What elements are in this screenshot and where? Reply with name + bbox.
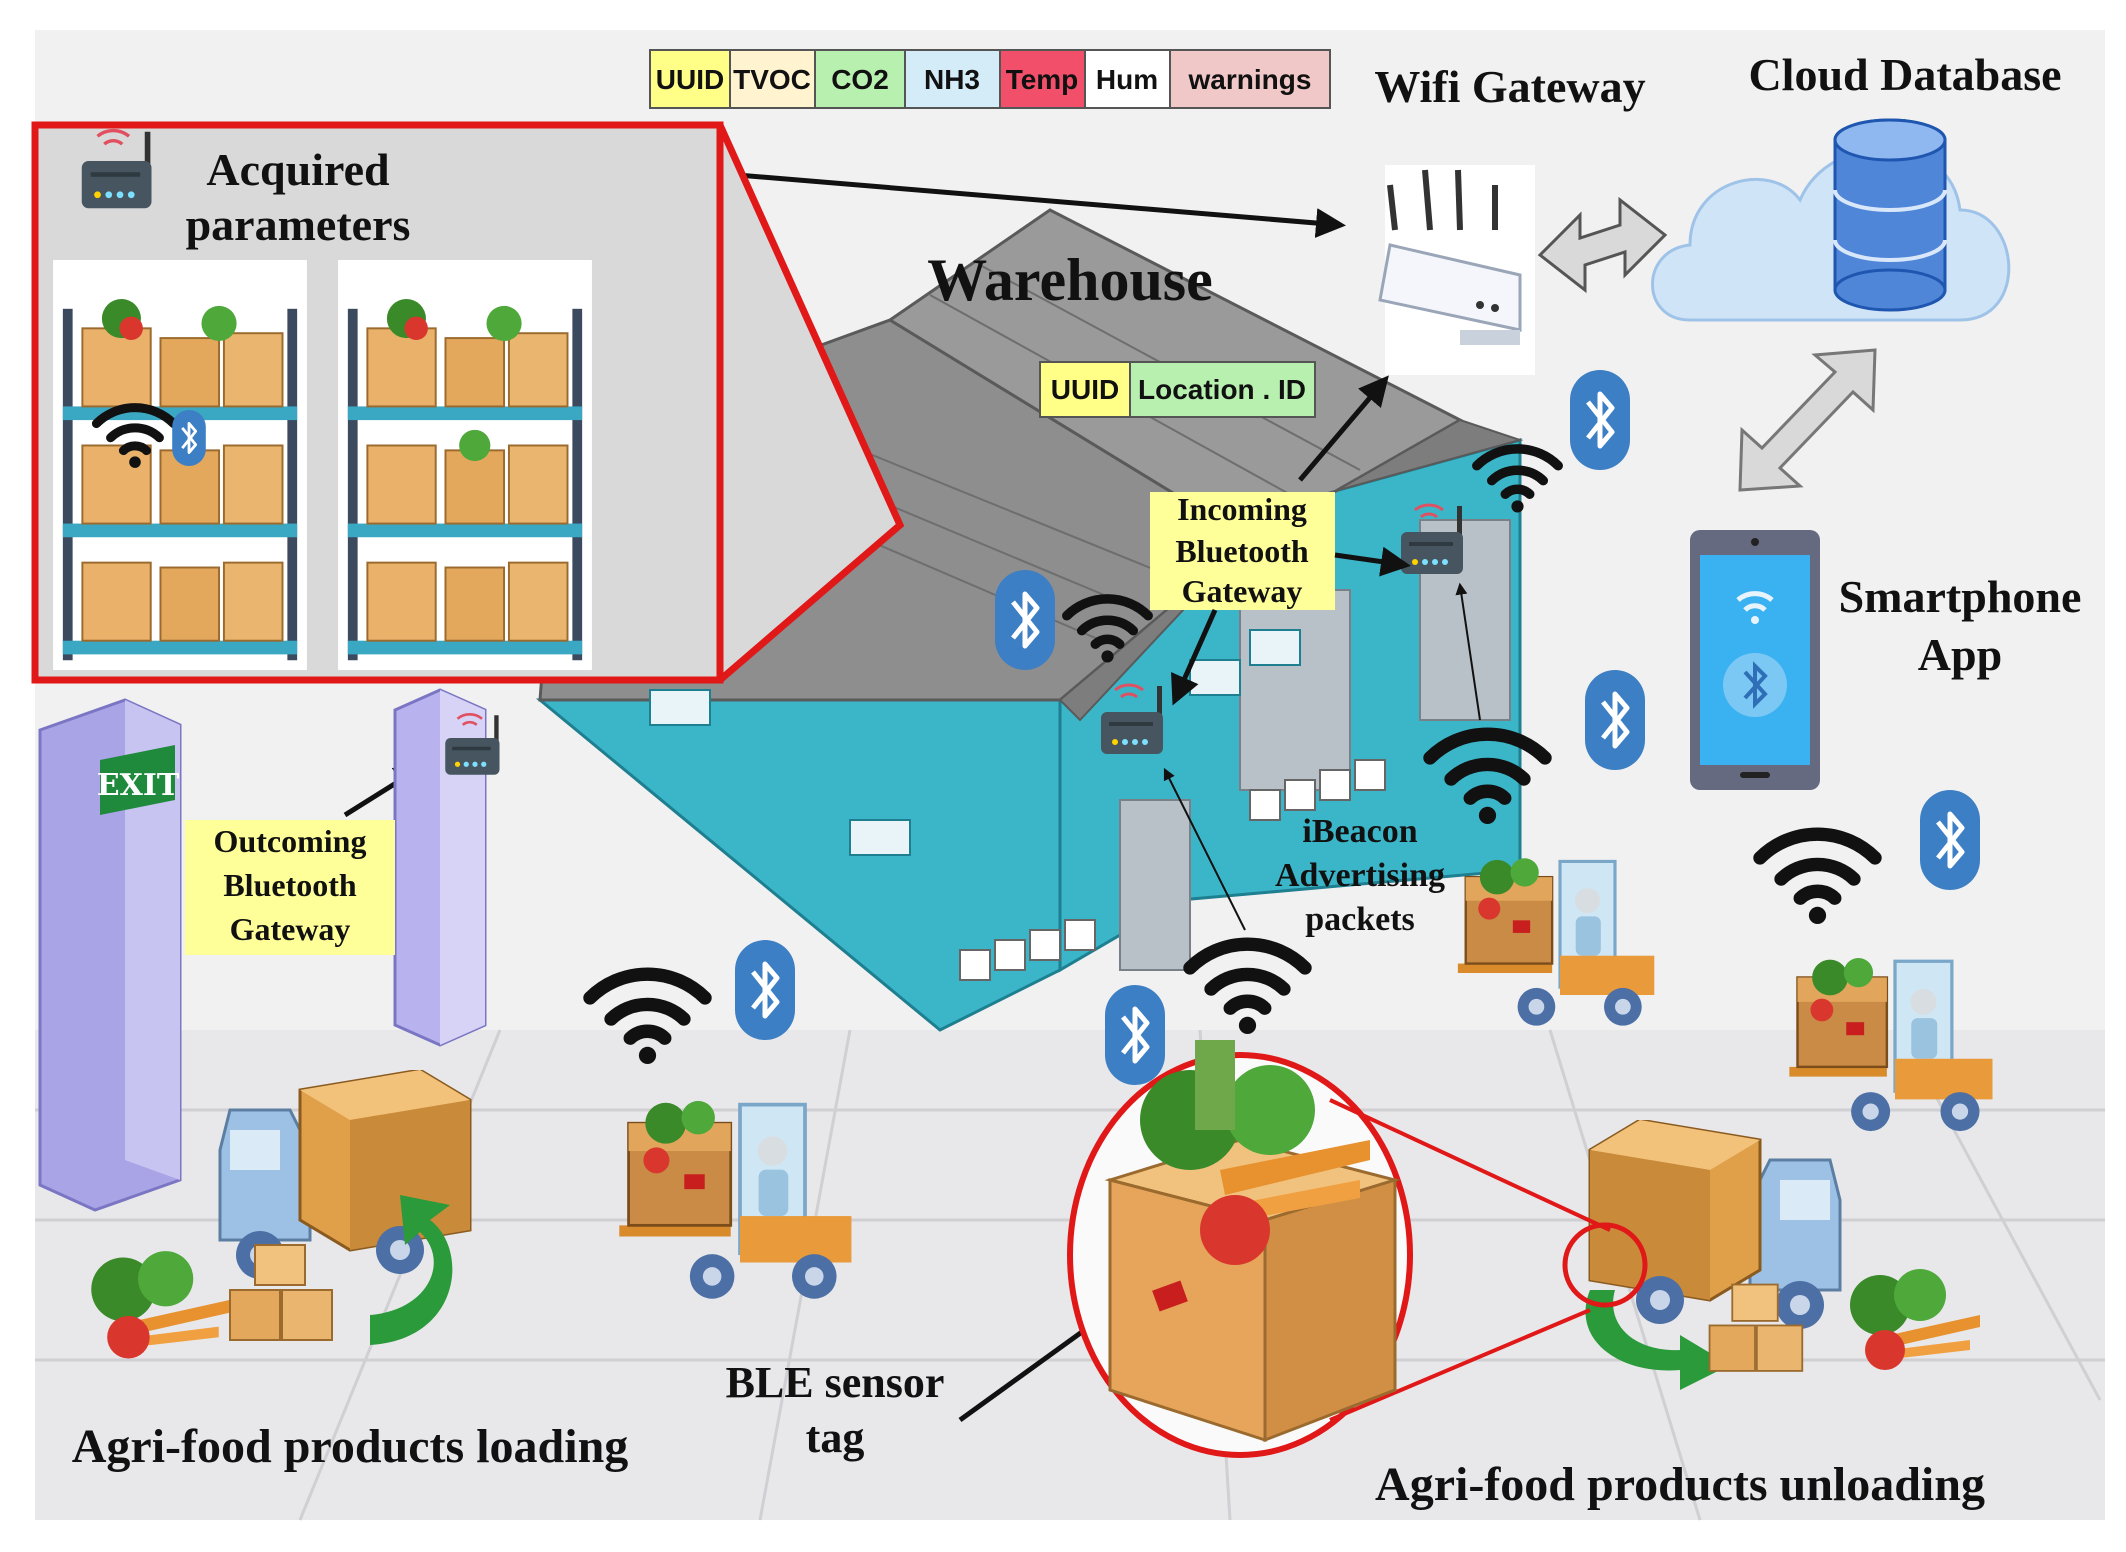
location-cell-uuid-label: UUID bbox=[1051, 374, 1119, 405]
unloading-green-arrow bbox=[1585, 1290, 1730, 1390]
wifi-gateway-label: Wifi Gateway bbox=[1374, 61, 1645, 112]
acquired-parameters-panel bbox=[31, 121, 905, 684]
header-cell-nh3-label: NH3 bbox=[924, 64, 980, 95]
bluetooth-icon-mid-right bbox=[1585, 670, 1645, 770]
shelf-rack-left bbox=[52, 260, 308, 670]
bluetooth-icon-top-right bbox=[1570, 370, 1630, 470]
header-cell-uuid bbox=[649, 49, 731, 109]
header-cell-nh3 bbox=[904, 49, 1001, 109]
header-cell-hum-label: Hum bbox=[1096, 64, 1158, 95]
header-cell-co2-label: CO2 bbox=[831, 64, 889, 95]
ble-crate-highlight bbox=[1067, 1040, 1648, 1458]
header-cell-warnings-label: warnings bbox=[1188, 64, 1312, 95]
header-cell-tvoc-label: TVOC bbox=[733, 64, 811, 95]
incoming-gateway-label-box bbox=[1150, 492, 1335, 610]
ibeacon-label-line3: packets bbox=[1305, 901, 1415, 938]
outcoming-gateway-label-box bbox=[185, 820, 395, 955]
smartphone-label-line2: App bbox=[1918, 629, 2002, 680]
router-cloud-double-arrow bbox=[1537, 196, 1668, 294]
location-table: UUID Location . ID bbox=[1039, 361, 1316, 418]
bluetooth-icon-loading bbox=[735, 940, 795, 1040]
acquired-label-line2: parameters bbox=[186, 199, 411, 250]
location-cell-location-id bbox=[1129, 361, 1316, 418]
incoming-label-line3: Gateway bbox=[1182, 573, 1303, 609]
bluetooth-icon-crate bbox=[1105, 985, 1165, 1085]
exit-pillar bbox=[38, 698, 182, 1212]
location-cell-location-id-label: Location . ID bbox=[1138, 374, 1306, 405]
ibeacon-label-line2: Advertising bbox=[1275, 857, 1445, 894]
warehouse-label: Warehouse bbox=[927, 247, 1213, 313]
incoming-label-line2: Bluetooth bbox=[1175, 533, 1309, 569]
cloud-database-label: Cloud Database bbox=[1748, 49, 2061, 100]
header-cell-warnings bbox=[1169, 49, 1331, 109]
outcoming-label-line3: Gateway bbox=[230, 911, 351, 947]
exit-sign-text: EXIT bbox=[97, 768, 180, 803]
outcoming-gateway-pillar bbox=[393, 688, 487, 1047]
header-cell-co2 bbox=[814, 49, 906, 109]
cloud-phone-double-arrow bbox=[1738, 348, 1877, 492]
outcoming-label-line2: Bluetooth bbox=[223, 867, 357, 903]
bluetooth-icon-shelf bbox=[172, 410, 206, 466]
cloud-database-icon bbox=[1651, 118, 2011, 322]
ibeacon-label-line1: iBeacon bbox=[1302, 813, 1417, 850]
shelf-rack-right bbox=[337, 260, 593, 670]
ble-sensor-label-line2: tag bbox=[806, 1413, 865, 1462]
incoming-label-line1: Incoming bbox=[1177, 491, 1307, 527]
smartphone-label-line1: Smartphone bbox=[1839, 571, 2082, 622]
bluetooth-icon-far-right bbox=[1920, 790, 1980, 890]
header-cell-temp-label: Temp bbox=[1006, 64, 1079, 95]
wifi-router-icon bbox=[1378, 165, 1535, 375]
bluetooth-icon-warehouse bbox=[995, 570, 1055, 670]
ble-sensor-label-line1: BLE sensor bbox=[726, 1358, 945, 1407]
smartphone-icon bbox=[1690, 530, 1820, 790]
header-cell-uuid-label: UUID bbox=[656, 64, 724, 95]
loading-green-arrow bbox=[370, 1195, 453, 1345]
outcoming-label-line1: Outcoming bbox=[214, 823, 367, 859]
unloading-label: Agri-food products unloading bbox=[1375, 1458, 1985, 1511]
header-parameter-table: UUID TVOC CO2 NH3 Temp Hum warnings bbox=[649, 49, 1331, 109]
acquired-label-line1: Acquired bbox=[206, 144, 390, 195]
loading-label: Agri-food products loading bbox=[72, 1420, 629, 1473]
header-cell-tvoc bbox=[729, 49, 816, 109]
